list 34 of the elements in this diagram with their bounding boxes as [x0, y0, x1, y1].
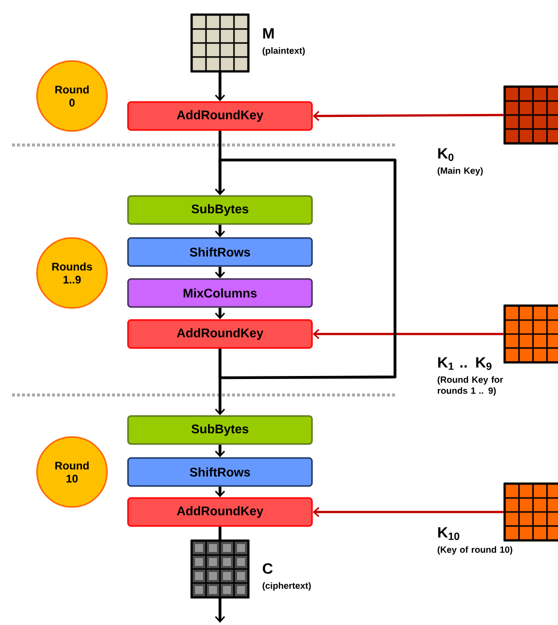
symbol-label: K$_{1}$ .. K$_{9}$	[438, 357, 492, 370]
arrow	[312, 328, 504, 340]
process-box: ShiftRows	[127, 237, 313, 267]
symbol-label: K$_{10}$	[438, 527, 460, 540]
caption-label: (Round Key for rounds 1 .. 9)	[438, 376, 504, 396]
symbol-label: C	[262, 563, 273, 574]
process-box: SubBytes	[127, 415, 313, 445]
arrow	[214, 598, 226, 623]
arrow	[312, 110, 504, 122]
symbol-label: M	[263, 28, 274, 39]
process-box: MixColumns	[127, 278, 313, 308]
arrow	[312, 506, 504, 518]
arrow	[214, 348, 226, 416]
process-box: AddRoundKey	[127, 319, 313, 349]
process-box: ShiftRows	[127, 457, 313, 487]
caption-label: (plaintext)	[262, 47, 305, 56]
arrow	[214, 444, 226, 458]
arrow	[214, 158, 396, 380]
arrow	[214, 266, 226, 278]
arrow	[214, 224, 226, 238]
process-box: SubBytes	[127, 195, 313, 225]
symbol-label: K$_{0}$	[438, 148, 454, 161]
matrix-grid-drawing	[504, 86, 558, 144]
arrow	[214, 308, 226, 320]
caption-label: (Main Key)	[438, 167, 483, 176]
matrix-grid-drawing	[504, 482, 558, 542]
arrow	[214, 72, 226, 102]
caption-label: (Key of round 10)	[438, 546, 512, 555]
process-box: AddRoundKey	[127, 497, 313, 527]
matrix-grid-drawing	[504, 304, 558, 364]
process-box: AddRoundKey	[127, 101, 313, 131]
matrix-grid-drawing	[190, 540, 250, 598]
matrix-grid-drawing	[190, 14, 250, 72]
caption-label: (ciphertext)	[262, 582, 311, 591]
